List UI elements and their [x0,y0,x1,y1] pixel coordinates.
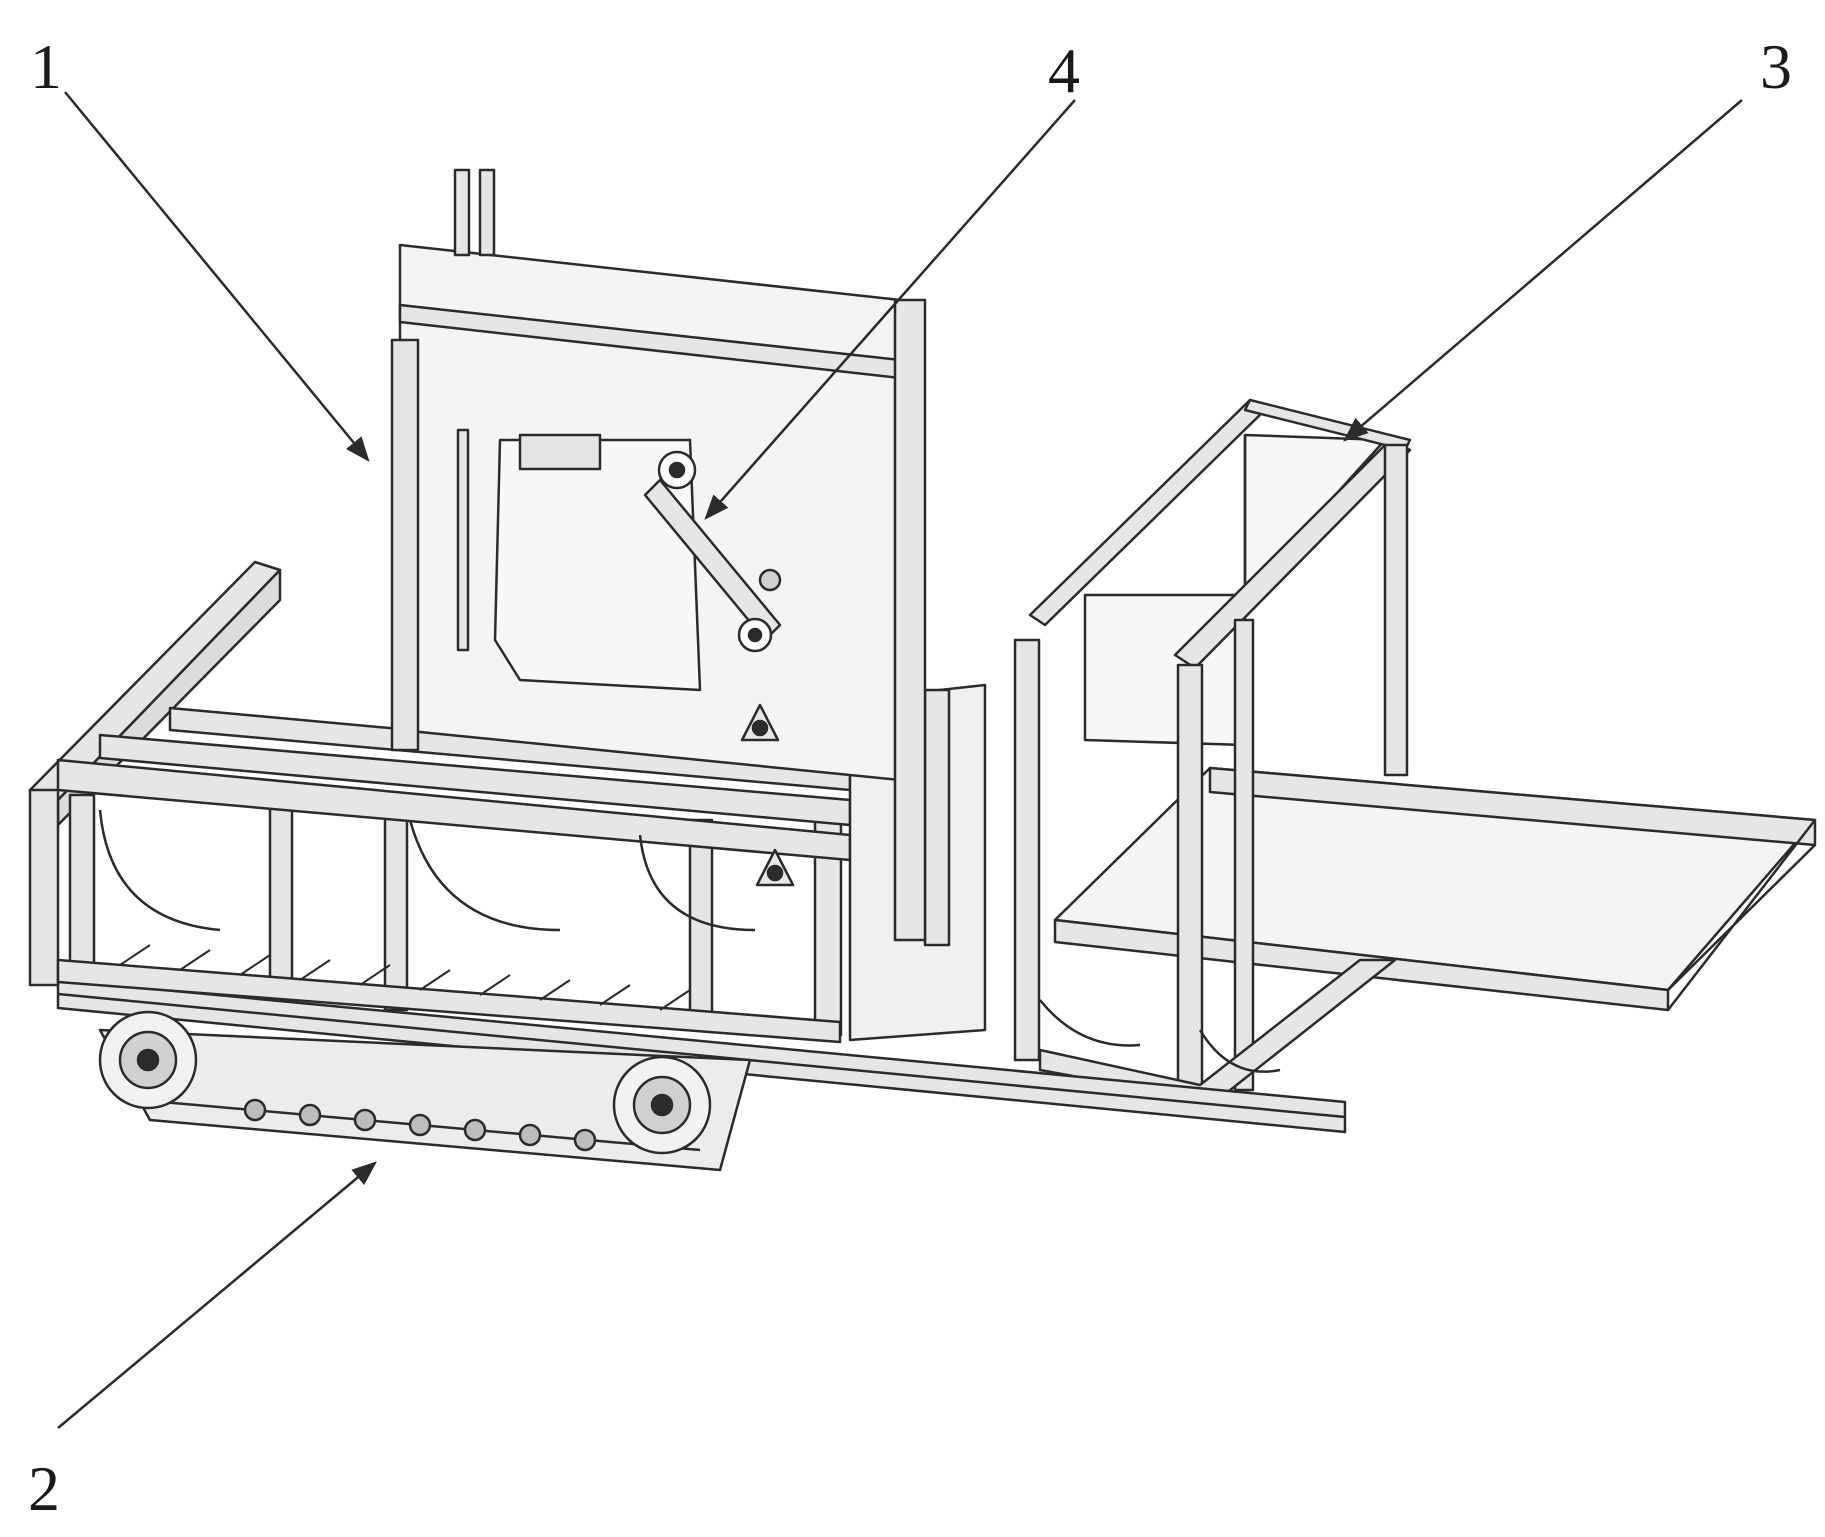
callout-3: 3 [1760,31,1792,102]
chassis-frame [28,560,987,1044]
leader-line-1 [64,91,370,462]
leader-lines [57,91,1743,1429]
callout-1: 1 [30,31,62,102]
leader-line-2 [57,1161,377,1429]
conveyor-tray [1053,766,1817,1012]
callout-4: 4 [1048,35,1080,106]
crawler-track [98,1010,752,1172]
leader-line-4 [704,99,1076,520]
sorting-frame [1013,398,1412,1104]
manipulator-arm [493,433,782,692]
callout-2: 2 [28,1453,60,1524]
leader-line-3 [1343,99,1743,442]
